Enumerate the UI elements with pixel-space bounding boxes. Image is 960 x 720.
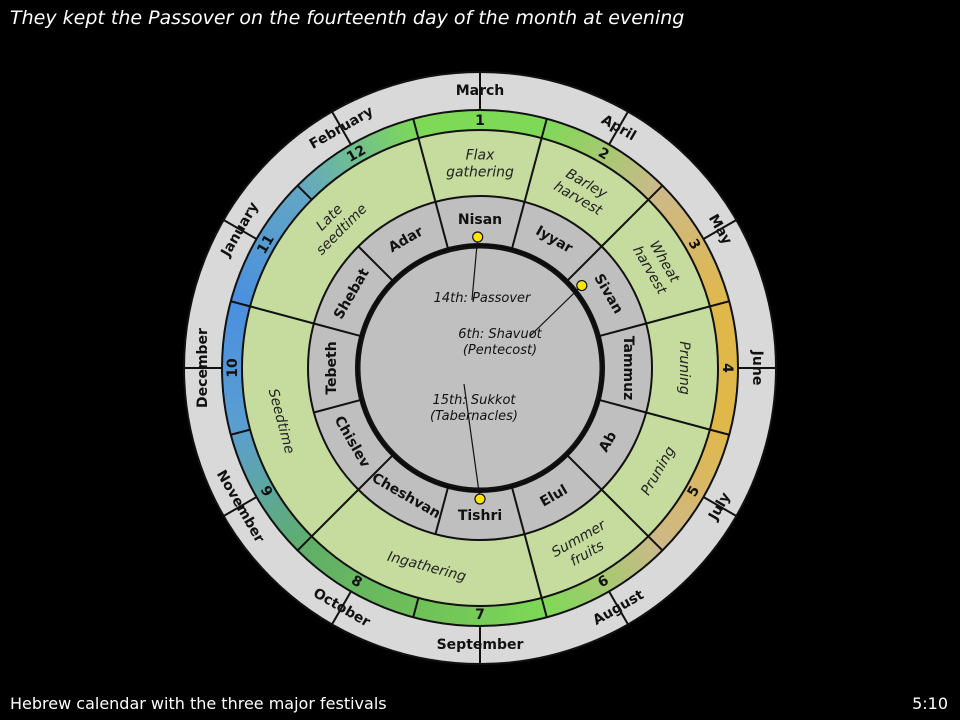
calendar-rings xyxy=(184,72,776,664)
hebrew-divider xyxy=(434,201,449,249)
hebrew-divider xyxy=(434,487,449,535)
hebrew-divider xyxy=(357,454,394,491)
number-divider xyxy=(709,300,730,308)
ring-outline xyxy=(357,245,603,491)
hebrew-divider xyxy=(511,487,526,535)
month-number-segment xyxy=(413,597,547,626)
gregorian-divider xyxy=(702,219,737,240)
number-divider xyxy=(412,118,420,139)
gregorian-divider xyxy=(331,111,352,146)
slide-number: 5:10 xyxy=(912,694,948,713)
season-divider xyxy=(523,137,543,203)
number-divider xyxy=(647,184,664,201)
hebrew-month-label: Tebeth xyxy=(324,341,340,394)
number-divider xyxy=(540,597,548,618)
hebrew-month-label: Tishri xyxy=(458,508,502,524)
festival-leader-line xyxy=(463,383,481,500)
gregorian-divider xyxy=(608,590,629,625)
festival-leader-line xyxy=(529,285,583,337)
slide-title: They kept the Passover on the fourteenth… xyxy=(10,7,685,29)
gregorian-divider xyxy=(223,496,258,517)
number-divider xyxy=(647,535,664,552)
gregorian-divider xyxy=(223,219,258,240)
hebrew-divider xyxy=(566,245,603,282)
ring-outline xyxy=(355,243,605,493)
slide-caption: Hebrew calendar with the three major fes… xyxy=(10,694,387,713)
hebrew-divider xyxy=(599,399,647,414)
festival-marker-dot xyxy=(474,493,486,505)
hebrew-divider xyxy=(566,454,603,491)
month-number-segment xyxy=(541,118,663,200)
season-divider xyxy=(417,137,437,203)
festival-label: 6th: Shavuot(Pentecost) xyxy=(458,327,542,358)
hebrew-divider xyxy=(599,322,647,337)
calendar-divider-lines xyxy=(183,71,777,665)
festival-label: 15th: Sukkot(Tabernacles) xyxy=(430,393,518,424)
gregorian-divider xyxy=(608,111,629,146)
festival-leader-line xyxy=(471,236,479,301)
number-divider xyxy=(540,118,548,139)
number-divider xyxy=(296,535,313,552)
number-divider xyxy=(296,184,313,201)
hebrew-calendar-wheel: MarchAprilMayJuneJulyAugustSeptemberOcto… xyxy=(183,71,777,665)
ring-outline xyxy=(241,129,719,607)
month-number-segment xyxy=(297,536,419,618)
season-divider xyxy=(311,488,360,537)
number-divider xyxy=(230,300,251,308)
festival-markers: 14th: Passover 6th: Shavuot(Pentecost) 15t… xyxy=(430,231,588,505)
month-number-segment xyxy=(648,429,730,551)
month-number-segment xyxy=(413,110,547,139)
hebrew-divider xyxy=(313,399,361,414)
number-divider xyxy=(412,597,420,618)
festival-label: 14th: Passover xyxy=(434,291,532,306)
season-divider xyxy=(249,305,315,325)
gregorian-divider xyxy=(702,496,737,517)
hebrew-month-label: Tammuz xyxy=(620,336,636,400)
season-divider xyxy=(645,305,711,325)
festival-marker-dot xyxy=(576,279,588,292)
festival-marker-dot xyxy=(472,231,484,243)
month-number-segment xyxy=(222,301,251,435)
gregorian-month-label: March xyxy=(456,83,505,99)
gregorian-divider xyxy=(331,590,352,625)
season-divider xyxy=(523,533,543,599)
month-number-segment xyxy=(648,185,730,307)
month-number-segment xyxy=(230,429,312,551)
season-label: Pruning xyxy=(676,341,692,395)
month-number-label: 4 xyxy=(719,363,735,373)
calendar-center xyxy=(359,247,601,489)
month-number-label: 7 xyxy=(475,607,485,623)
season-divider xyxy=(600,199,649,248)
month-number-segment xyxy=(709,301,738,435)
month-number-segment xyxy=(297,118,419,200)
hebrew-month-label: Nisan xyxy=(458,212,502,228)
number-divider xyxy=(230,428,251,436)
gregorian-month-label: June xyxy=(749,350,765,386)
hebrew-divider xyxy=(357,245,394,282)
month-number-segment xyxy=(541,536,663,618)
hebrew-divider xyxy=(511,201,526,249)
gregorian-month-label: December xyxy=(195,328,211,408)
month-number-label: 10 xyxy=(225,358,241,378)
ring-outline xyxy=(307,195,653,541)
number-divider xyxy=(709,428,730,436)
month-number-segment xyxy=(230,185,312,307)
month-number-label: 1 xyxy=(475,113,485,129)
hebrew-divider xyxy=(313,322,361,337)
season-divider xyxy=(600,488,649,537)
gregorian-month-label: September xyxy=(437,637,524,653)
season-divider xyxy=(645,411,711,431)
